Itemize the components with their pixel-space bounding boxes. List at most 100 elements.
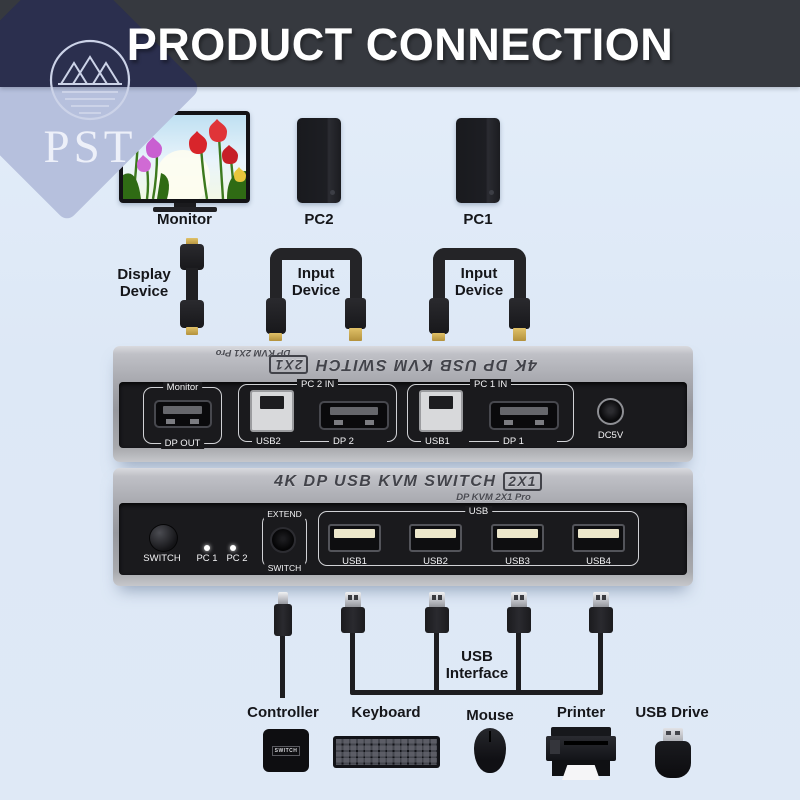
input-right-dp-plug <box>429 298 449 334</box>
usb-cable1 <box>350 633 355 692</box>
kvm-switch-rear-view: DP KVM 2X1 Pro 4K DP USB KVM SWITCH2X1 M… <box>113 346 693 462</box>
display-cable-wire <box>186 268 198 302</box>
dp-out-label: DP OUT <box>160 438 205 449</box>
printer-label: Printer <box>556 704 606 721</box>
controller-cable <box>280 636 285 698</box>
usb-cable4 <box>598 633 603 692</box>
keyboard-label: Keyboard <box>351 704 421 721</box>
usb-plug4-body <box>589 607 613 633</box>
usb-plug1-tip <box>345 592 361 608</box>
usb-plug3-body <box>507 607 531 633</box>
front-brand-badge: 2X1 <box>503 472 542 491</box>
input-right-dp-pins <box>432 333 445 341</box>
rear-panel: Monitor DP OUT PC 2 IN USB2 DP 2 <box>119 379 687 449</box>
pc2-led <box>230 545 236 551</box>
input-left-usbb-pins <box>349 328 362 341</box>
dp2-port-inner <box>329 407 379 415</box>
pc2-label: PC2 <box>304 211 334 228</box>
mouse-icon <box>474 728 506 773</box>
usb2-port-slot <box>259 396 285 409</box>
controller-plug-tip <box>278 592 288 605</box>
display-device-label: Display Device <box>117 266 171 300</box>
usb1-label: USB1 <box>421 436 469 447</box>
printer-control-panel <box>550 740 560 754</box>
usb-plug2-tip <box>429 592 445 608</box>
keyboard-icon <box>333 736 440 768</box>
pc1-led-label: PC 1 <box>196 553 218 564</box>
pc2-logo-dot <box>330 190 335 195</box>
printer-paper <box>562 765 600 780</box>
input-left-dp-plug <box>266 298 286 334</box>
page-title: PRODUCT CONNECTION <box>126 19 674 70</box>
extend-switch-jack <box>270 527 296 553</box>
dp1-port-tabs <box>503 420 545 425</box>
dp-out-port-inner <box>162 406 203 414</box>
dp2-port <box>319 401 389 430</box>
pc1-in-label: PC 1 IN <box>470 379 512 390</box>
front-panel: SWITCH PC 1 PC 2 EXTEND SWITCH USB USB1 … <box>119 503 687 575</box>
usb1-front-label: USB1 <box>342 556 367 567</box>
usb1-port-front <box>328 524 381 552</box>
usb-drive-icon <box>655 741 691 778</box>
usb-cable2 <box>434 633 439 692</box>
printer-scanner-lid <box>551 727 611 737</box>
usb2-front-label: USB2 <box>423 556 448 567</box>
monitor-label: Monitor <box>157 211 212 228</box>
monitor-port-group: Monitor DP OUT <box>143 382 222 449</box>
usb3-port-front <box>491 524 544 552</box>
usb-plug4-tip <box>593 592 609 608</box>
dp1-port-inner <box>499 407 549 415</box>
monitor-stand-neck <box>174 203 196 208</box>
extend-switch-label: SWITCH <box>263 563 306 573</box>
display-cable-bottom-pins <box>186 327 198 335</box>
pc2-led-label: PC 2 <box>226 553 248 564</box>
usb2-port-rear <box>250 390 294 432</box>
usb3-front-label: USB3 <box>505 556 530 567</box>
dp2-port-tabs <box>333 420 375 425</box>
dp1-port <box>489 401 559 430</box>
dp-out-port <box>153 400 212 428</box>
rear-brand-badge: 2X1 <box>269 355 308 374</box>
input-right-usbb-pins <box>513 328 526 341</box>
usb-drive-label: USB Drive <box>635 704 709 721</box>
input-left-usbb-plug <box>345 298 366 329</box>
printer-output-slot <box>564 741 608 745</box>
input-left-dp-pins <box>269 333 282 341</box>
usb4-front-label: USB4 <box>586 556 611 567</box>
usb1-port-slot <box>428 396 454 409</box>
usb-plug3-tip <box>511 592 527 608</box>
mouse-label: Mouse <box>466 707 514 724</box>
usb-interface-label: USB Interface <box>445 648 509 682</box>
dp2-label: DP 2 <box>329 436 387 447</box>
dp1-label: DP 1 <box>499 436 557 447</box>
usb4-port-front <box>572 524 625 552</box>
dp-out-port-tabs <box>165 419 200 424</box>
input-right-usbb-plug <box>509 298 530 329</box>
front-sub-brand-text: DP KVM 2X1 Pro <box>456 492 531 503</box>
pc2-in-port-group: PC 2 IN USB2 DP 2 <box>238 379 397 447</box>
usb2-label: USB2 <box>252 436 300 447</box>
keyboard-keys <box>336 739 437 765</box>
usb-port-group: USB USB1 USB2 USB3 USB4 <box>318 506 639 567</box>
input-device-right-label: Input Device <box>454 265 504 299</box>
monitor-port-group-label: Monitor <box>162 382 203 393</box>
controller-label: Controller <box>247 704 319 721</box>
logo-text: PST <box>43 121 137 173</box>
pc1-tower-image <box>456 118 500 203</box>
usb-cable-bus <box>350 690 603 695</box>
pc1-logo-dot <box>489 190 494 195</box>
pc1-in-port-group: PC 1 IN USB1 DP 1 <box>407 379 574 447</box>
usb-cable3 <box>516 633 521 692</box>
dc5v-jack <box>597 398 624 425</box>
usb-group-label: USB <box>464 506 493 517</box>
monitor-stand-base <box>153 207 217 212</box>
controller-plug-body <box>274 604 292 636</box>
switch-button <box>149 524 178 552</box>
input-cable-left <box>270 248 362 303</box>
usb-drive-connector <box>663 728 683 742</box>
controller-icon: SWITCH <box>263 729 309 772</box>
pc2-in-label: PC 2 IN <box>297 379 339 390</box>
